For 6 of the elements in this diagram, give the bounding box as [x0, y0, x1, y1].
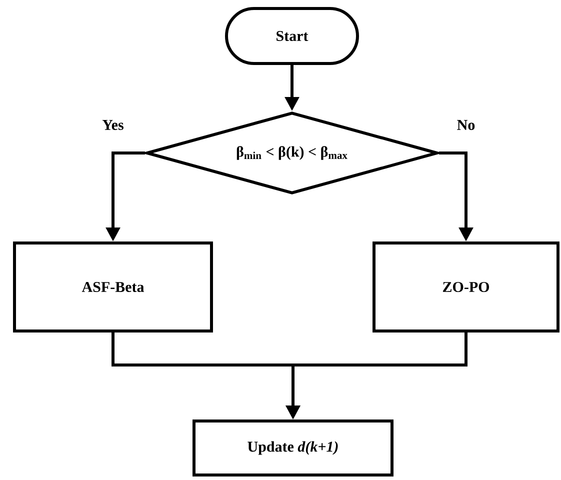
- process-box: Update d(k+1): [192, 420, 394, 476]
- terminal-box: Start: [225, 7, 359, 65]
- edge-label: No: [456, 119, 476, 131]
- process-box: ASF-Beta: [13, 242, 213, 332]
- process-box: ZO-PO: [372, 242, 560, 332]
- edge-label: Yes: [101, 119, 125, 131]
